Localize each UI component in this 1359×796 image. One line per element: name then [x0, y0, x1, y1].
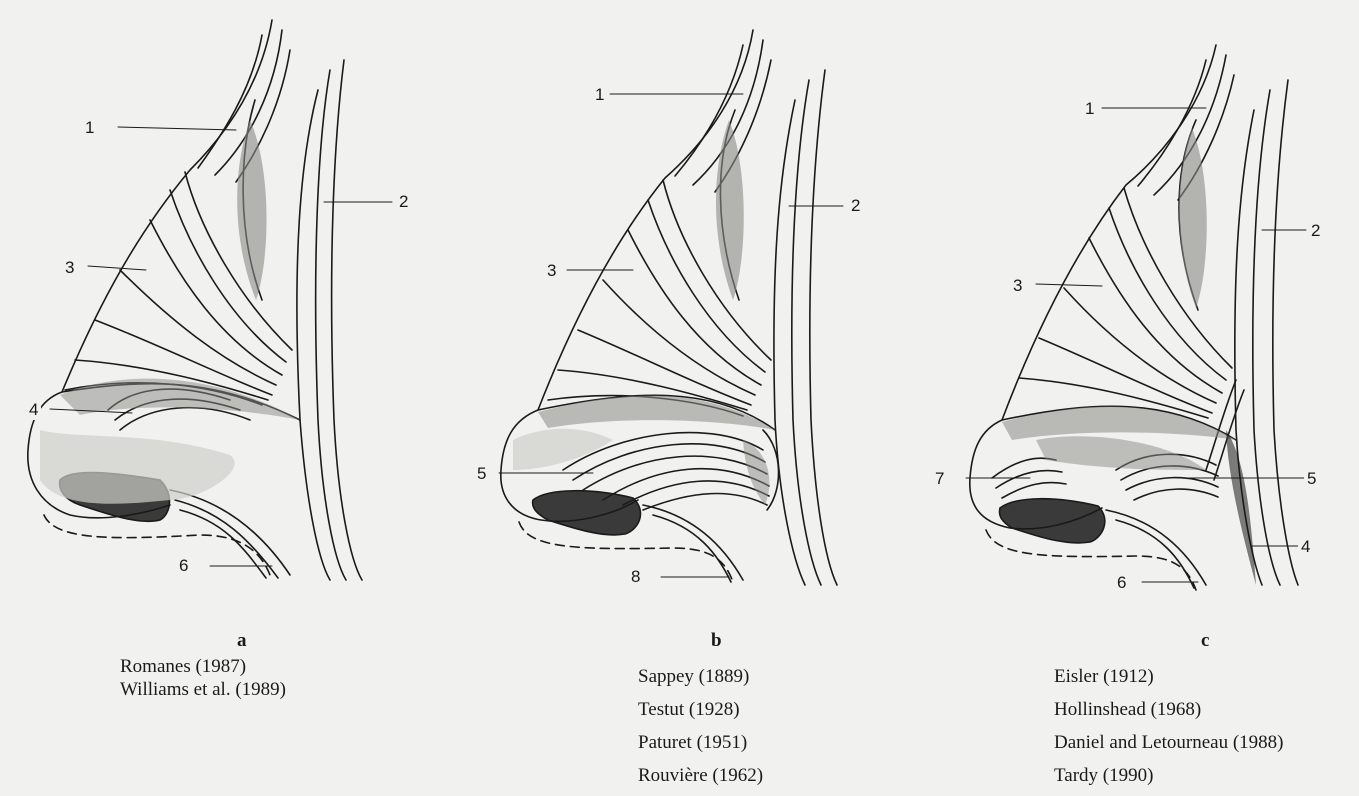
references-a: Romanes (1987) Williams et al. (1989) [120, 655, 286, 701]
references-c: Eisler (1912) Hollinshead (1968) Daniel … [1054, 660, 1284, 792]
callout-b-8: 8 [628, 567, 643, 587]
callout-b-5: 5 [474, 464, 489, 484]
reference-b-4: Rouvière (1962) [638, 759, 763, 792]
reference-c-2: Hollinshead (1968) [1054, 693, 1284, 726]
reference-a-1: Romanes (1987) [120, 655, 286, 678]
callout-a-4: 4 [26, 400, 41, 420]
leader-1-a [118, 127, 236, 130]
callout-a-3: 3 [62, 258, 77, 278]
callout-c-2: 2 [1308, 221, 1323, 241]
panel-letter-a: a [237, 630, 247, 652]
callout-a-1: 1 [82, 118, 97, 138]
reference-c-3: Daniel and Letourneau (1988) [1054, 726, 1284, 759]
callout-c-6: 6 [1114, 573, 1129, 593]
reference-c-4: Tardy (1990) [1054, 759, 1284, 792]
reference-b-1: Sappey (1889) [638, 660, 763, 693]
panel-letter-b: b [711, 630, 722, 652]
reference-b-2: Testut (1928) [638, 693, 763, 726]
callout-c-5: 5 [1304, 469, 1319, 489]
callout-b-2: 2 [848, 196, 863, 216]
leader-3-a [88, 266, 146, 270]
callout-b-1: 1 [592, 85, 607, 105]
reference-b-3: Paturet (1951) [638, 726, 763, 759]
references-b: Sappey (1889) Testut (1928) Paturet (195… [638, 660, 763, 792]
callout-a-6: 6 [176, 556, 191, 576]
callout-c-4: 4 [1298, 537, 1313, 557]
reference-c-1: Eisler (1912) [1054, 660, 1284, 693]
callout-c-1: 1 [1082, 99, 1097, 119]
panel-letter-c: c [1201, 630, 1209, 652]
callout-c-7: 7 [932, 469, 947, 489]
callout-c-3: 3 [1010, 276, 1025, 296]
leader-3-c [1036, 284, 1102, 286]
callout-b-3: 3 [544, 261, 559, 281]
reference-a-2: Williams et al. (1989) [120, 678, 286, 701]
callout-a-2: 2 [396, 192, 411, 212]
